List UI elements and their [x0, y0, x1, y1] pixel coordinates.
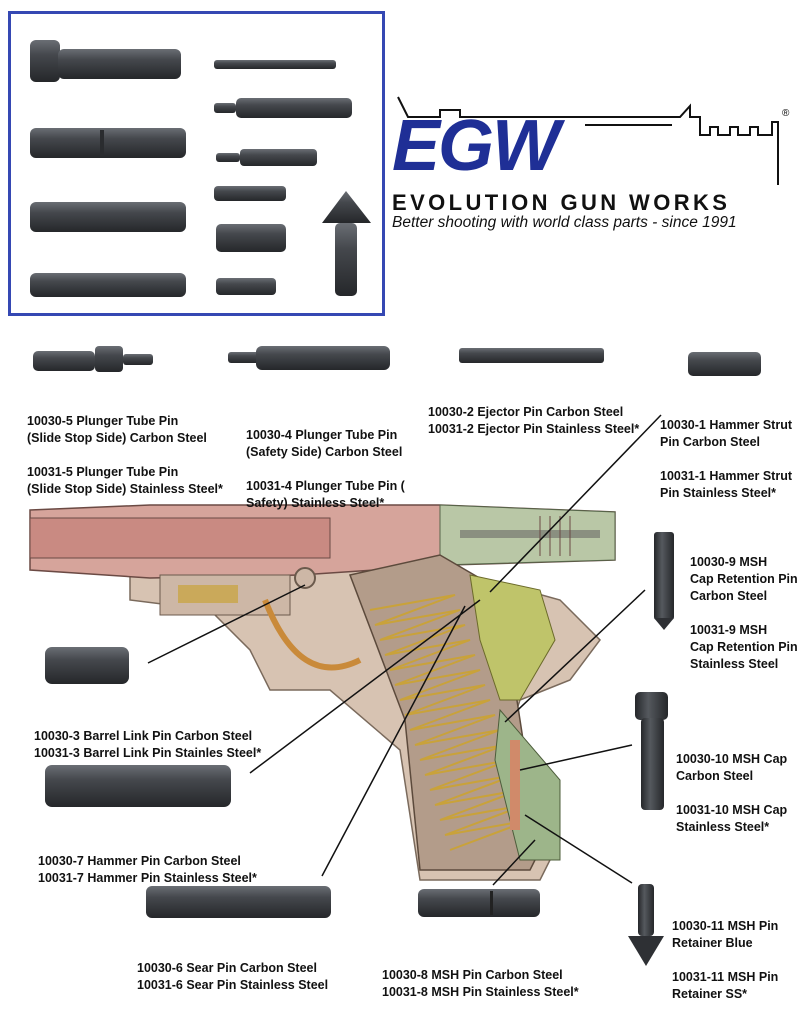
illustration-canvas: [29, 40, 779, 966]
pistol-cutaway-illustration: [29, 504, 616, 881]
msh-pin-image: [418, 889, 540, 917]
brand-name: EVOLUTION GUN WORKS: [392, 190, 731, 215]
logo-slide-outline: [397, 96, 779, 185]
msh-cap-image: [635, 692, 668, 810]
hammer-pin-image: [45, 765, 231, 807]
plunger-safety-label: 10030-4 Plunger Tube Pin(Safety Side) Ca…: [246, 428, 405, 510]
hammer-strut-pin-image: [688, 352, 761, 376]
egw-logo: EGW: [392, 106, 560, 186]
registered-mark: ®: [782, 108, 790, 119]
msh-pin-retainer-image: [628, 884, 664, 966]
ejector-pin-image: [459, 348, 604, 363]
pin-kit-photo: [30, 40, 371, 297]
barrel-link-pin-image: [45, 647, 129, 684]
leader-lines: [147, 414, 662, 886]
msh-cap-retention-pin-image: [654, 532, 674, 630]
sear-pin-image: [146, 886, 331, 918]
plunger-safety-pin-image: [228, 346, 390, 370]
plunger-slide-pin-image: [33, 346, 153, 372]
plunger-slide-label: 10030-5 Plunger Tube Pin(Slide Stop Side…: [27, 414, 223, 496]
brand-tagline: Better shooting with world class parts -…: [392, 214, 737, 231]
